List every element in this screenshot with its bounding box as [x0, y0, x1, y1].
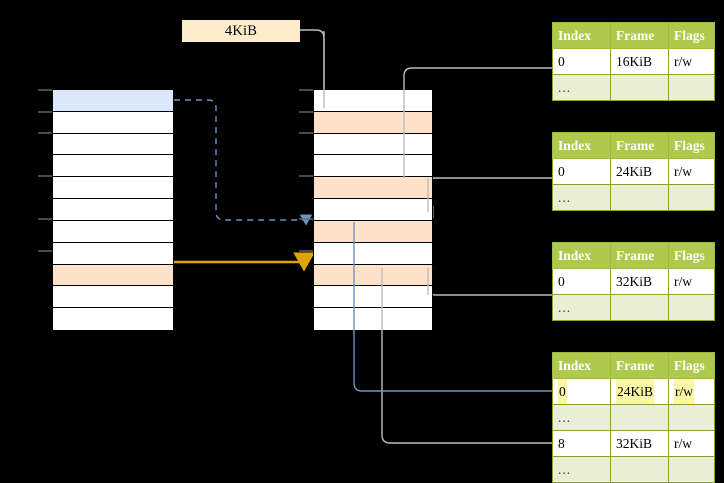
table-row[interactable]: ... [552, 294, 715, 321]
page-size-label: 4KiB [182, 20, 300, 42]
physical-frame-row-4 [314, 177, 432, 200]
virtual-page-row-8 [53, 264, 173, 287]
cell-index: 0 [552, 158, 611, 185]
column-header-flags: Flags [668, 352, 715, 379]
cell-index: ... [552, 404, 611, 431]
column-header-index: Index [552, 352, 611, 379]
table-row[interactable]: ... [552, 74, 715, 101]
column-header-flags: Flags [668, 132, 715, 159]
physical-frame-row-7 [314, 242, 432, 265]
cell-flags: r/w [668, 430, 715, 457]
cell-flags [668, 184, 715, 211]
cell-index: 0 [552, 378, 611, 405]
virtual-page-row-9 [53, 286, 173, 309]
physical-frame-row-0 [314, 90, 432, 112]
connector-table4-row8-to-frame [376, 261, 552, 444]
physical-frame-row-6 [314, 220, 432, 243]
cell-frame: 24KiB [610, 158, 669, 185]
cell-frame [610, 74, 669, 101]
virtual-page-row-1 [53, 111, 173, 134]
physical-frame-row-2 [314, 133, 432, 156]
physical-frame-row-3 [314, 155, 432, 178]
connector-virtual-page-dashed [174, 99, 313, 226]
table-row[interactable]: ... [552, 456, 715, 483]
cell-flags: r/w [668, 268, 715, 295]
column-header-frame: Frame [610, 132, 669, 159]
cell-frame [610, 404, 669, 431]
cell-flags: r/w [668, 158, 715, 185]
table-row[interactable]: ... [552, 404, 715, 431]
virtual-page-row-6 [53, 220, 173, 243]
column-header-index: Index [552, 132, 611, 159]
column-header-index: Index [552, 22, 611, 49]
cell-flags [668, 404, 715, 431]
cell-flags: r/w [668, 378, 715, 405]
column-header-index: Index [552, 242, 611, 269]
physical-frame-row-1 [314, 111, 432, 134]
virtual-page-row-5 [53, 199, 173, 221]
virtual-page-row-7 [53, 242, 173, 265]
virtual-address-space-column [52, 89, 174, 331]
cell-frame [610, 184, 669, 211]
cell-flags [668, 294, 715, 321]
physical-frame-row-8 [314, 264, 432, 287]
physical-frame-row-10 [314, 308, 432, 330]
table-row[interactable]: ... [552, 184, 715, 211]
cell-flags: r/w [668, 48, 715, 75]
connector-table4-row0-to-frame [348, 215, 552, 392]
cell-frame: 24KiB [610, 378, 669, 405]
left-column-ticks [38, 89, 52, 252]
connector-table1-to-frame [398, 67, 552, 185]
middle-column-guides [323, 31, 429, 331]
virtual-page-row-4 [53, 177, 173, 200]
physical-frame-row-5 [314, 199, 432, 221]
column-header-frame: Frame [610, 242, 669, 269]
cell-frame: 16KiB [610, 48, 669, 75]
cell-flags [668, 456, 715, 483]
cell-index: 0 [552, 268, 611, 295]
cell-index: ... [552, 184, 611, 211]
column-header-flags: Flags [668, 242, 715, 269]
cell-index: 8 [552, 430, 611, 457]
column-header-frame: Frame [610, 22, 669, 49]
cell-frame: 32KiB [610, 430, 669, 457]
cell-index: ... [552, 74, 611, 101]
virtual-page-row-10 [53, 308, 173, 330]
virtual-page-row-2 [53, 133, 173, 156]
physical-frame-row-9 [314, 286, 432, 309]
cell-index: ... [552, 456, 611, 483]
middle-column-ticks [299, 89, 313, 252]
cell-flags [668, 74, 715, 101]
column-header-frame: Frame [610, 352, 669, 379]
virtual-page-row-0 [53, 90, 173, 112]
cell-index: ... [552, 294, 611, 321]
cell-frame: 32KiB [610, 268, 669, 295]
cell-index: 0 [552, 48, 611, 75]
column-header-flags: Flags [668, 22, 715, 49]
virtual-page-row-3 [53, 155, 173, 178]
physical-memory-column [313, 89, 433, 331]
cell-frame [610, 294, 669, 321]
cell-frame [610, 456, 669, 483]
